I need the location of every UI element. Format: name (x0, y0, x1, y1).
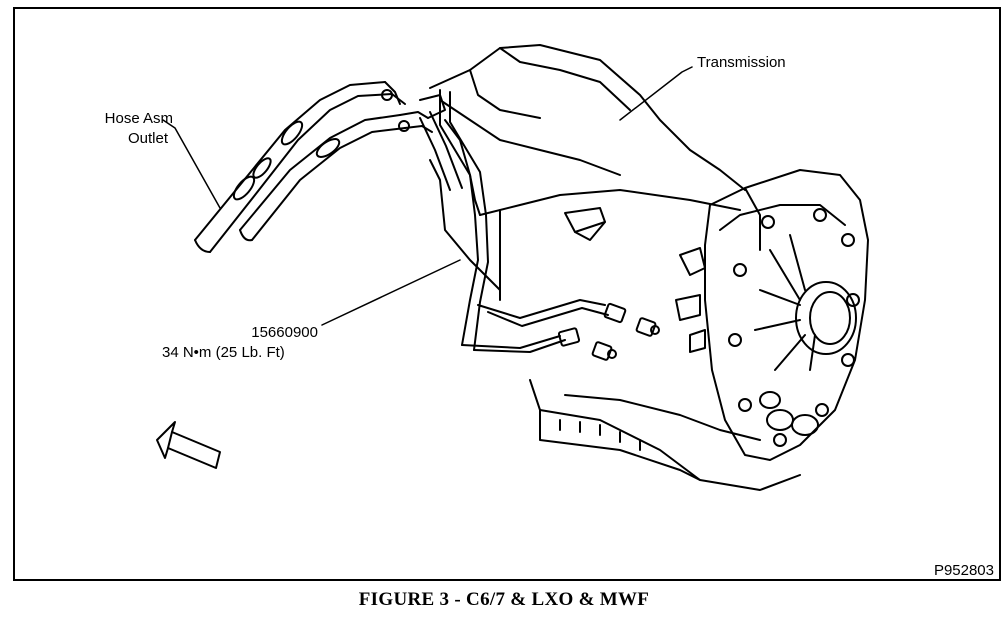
bellhousing (704, 169, 869, 461)
leader-lines (162, 66, 693, 326)
diagram-frame (13, 7, 1001, 581)
transmission-label: Transmission (697, 54, 786, 71)
front-arrow-icon (156, 421, 221, 469)
line-fittings (557, 302, 660, 361)
torque-spec-label: 34 N•m (25 Lb. Ft) (162, 344, 285, 361)
part-number-label: 15660900 (251, 324, 318, 341)
cooler-lines (419, 89, 609, 353)
figure-id: P952803 (933, 562, 994, 579)
hose-asm-label: Hose Asm (104, 110, 173, 127)
outlet-hose-assembly (194, 81, 446, 253)
figure-caption: FIGURE 3 - C6/7 & LXO & MWF (358, 589, 650, 610)
hose-outlet-label: Outlet (127, 130, 168, 147)
